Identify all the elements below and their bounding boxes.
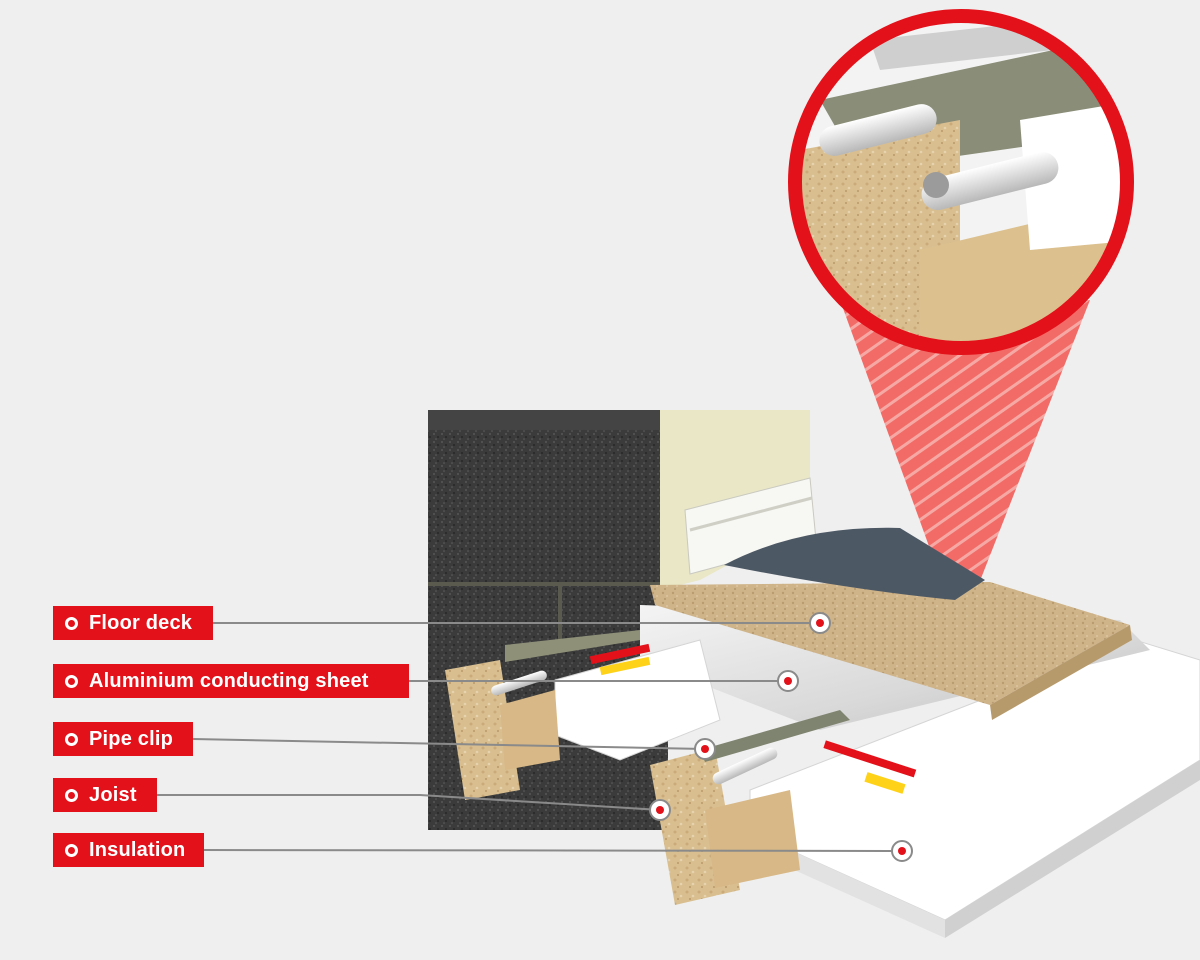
marker-pipe-clip [694, 738, 716, 760]
callout-label: Aluminium conducting sheet [89, 670, 369, 692]
leader-joist [157, 794, 661, 811]
callout-label: Joist [89, 784, 137, 806]
ring-dot-icon [65, 788, 78, 802]
detail-cone [840, 300, 1090, 632]
marker-joist [649, 799, 671, 821]
ring-dot-icon [65, 843, 78, 857]
marker-floor-deck [809, 612, 831, 634]
carpet [724, 527, 985, 600]
callout-aluminium-conducting-sheet: Aluminium conducting sheet [53, 664, 409, 698]
callout-label: Insulation [89, 839, 186, 861]
marker-insulation [891, 840, 913, 862]
marker-aluminium [777, 670, 799, 692]
leader-insulation [203, 849, 903, 852]
callout-pipe-clip: Pipe clip [53, 722, 193, 756]
callout-joist: Joist [53, 778, 157, 812]
callout-label: Floor deck [89, 612, 193, 634]
callout-insulation: Insulation [53, 833, 204, 867]
leader-pipe-clip [192, 738, 706, 750]
ring-dot-icon [65, 616, 78, 630]
callout-label: Pipe clip [89, 728, 174, 750]
rear-joist [445, 660, 520, 800]
floor-deck [650, 582, 1130, 705]
ring-dot-icon [65, 732, 78, 746]
ring-dot-icon [65, 674, 78, 688]
callout-floor-deck: Floor deck [53, 606, 213, 640]
